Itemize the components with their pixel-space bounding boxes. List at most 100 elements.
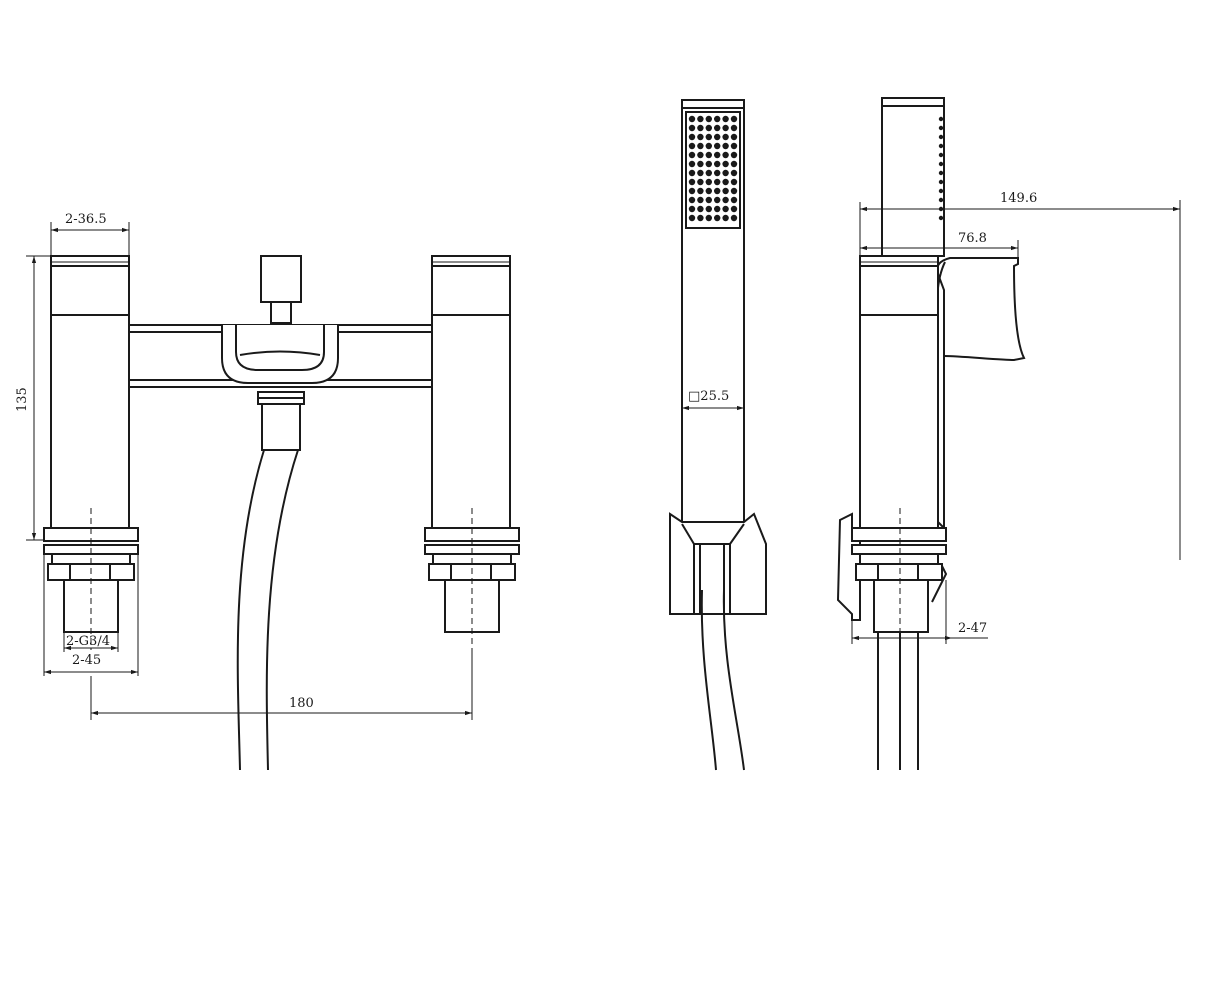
nozzle-dot [730, 142, 738, 150]
dim-centres: 180 [90, 650, 473, 720]
nozzle-dot [697, 169, 704, 177]
nozzle-dot [714, 169, 721, 177]
nozzle-dot [730, 124, 738, 132]
spray-nozzles [688, 115, 738, 222]
side-nozzle-dot [938, 116, 944, 122]
side-nozzle-dot [938, 143, 944, 149]
square-value: 25.5 [700, 389, 729, 404]
side-view: 149.6 76.8 2-47 [836, 97, 1181, 770]
dim-projection-total-label: 149.6 [1000, 191, 1037, 206]
nozzle-dot [705, 196, 712, 204]
nozzle-dot [697, 115, 704, 123]
nozzle-dot [705, 115, 712, 123]
nozzle-dot [730, 151, 738, 159]
nozzle-dot [730, 115, 738, 123]
dim-handset-square-label: □25.5 [688, 389, 729, 404]
nozzle-dot [697, 124, 704, 132]
nozzle-dot [688, 205, 696, 213]
nozzle-dot [705, 151, 712, 159]
nozzle-dot [730, 205, 738, 213]
nozzle-dot [722, 151, 729, 159]
side-nozzle-dot [938, 125, 944, 131]
nozzle-dot [697, 205, 704, 213]
dim-centres-label: 180 [289, 696, 314, 711]
nozzle-dot [722, 187, 729, 195]
left-column [43, 255, 139, 633]
side-nozzle-dot [938, 197, 944, 203]
nozzle-dot [730, 178, 738, 186]
dim-height-label: 135 [15, 387, 30, 412]
nozzle-dot [730, 196, 738, 204]
nozzle-dot [714, 196, 721, 204]
shower-hose [236, 449, 299, 771]
nozzle-dot [705, 205, 712, 213]
nozzle-dot [714, 124, 721, 132]
nozzle-dot [705, 214, 712, 222]
nozzle-dot [697, 214, 704, 222]
dim-inlet-width-label: 2-45 [72, 653, 101, 668]
nozzle-dot [705, 142, 712, 150]
side-nozzle-dot [938, 215, 944, 221]
diverter-cradle [221, 255, 339, 451]
nozzle-dot [688, 187, 696, 195]
side-nozzle-dot [938, 152, 944, 158]
nozzle-dot [730, 187, 738, 195]
handset-hose [700, 589, 745, 771]
nozzle-dot [722, 115, 729, 123]
nozzle-dot [722, 214, 729, 222]
front-view: 2-36.5 135 2-G3/4 2-45 180 [15, 212, 520, 771]
nozzle-dot [722, 205, 729, 213]
nozzle-dot [688, 214, 696, 222]
handset-holder [669, 512, 767, 615]
nozzle-dot [705, 133, 712, 141]
nozzle-dot [688, 142, 696, 150]
nozzle-dot [722, 169, 729, 177]
dim-inlet-width: 2-45 [43, 554, 139, 676]
nozzle-dot [722, 124, 729, 132]
side-nozzle-dot [938, 188, 944, 194]
nozzle-dot [688, 169, 696, 177]
side-nozzle-dot [938, 134, 944, 140]
dim-projection-spout-label: 76.8 [958, 231, 987, 246]
nozzle-dot [697, 142, 704, 150]
nozzle-dot [688, 133, 696, 141]
spout [935, 257, 1026, 362]
nozzle-dot [730, 214, 738, 222]
nozzle-dot [705, 160, 712, 168]
nozzle-dot [730, 169, 738, 177]
side-nozzle-dot [938, 170, 944, 176]
nozzle-dot [722, 196, 729, 204]
nozzle-dot [722, 133, 729, 141]
nozzle-dot [688, 196, 696, 204]
nozzle-dot [697, 187, 704, 195]
nozzle-dot [714, 142, 721, 150]
side-spray-nozzles [938, 116, 944, 221]
nozzle-dot [705, 124, 712, 132]
side-nozzle-dot [938, 179, 944, 185]
nozzle-dot [697, 196, 704, 204]
right-column [424, 255, 520, 633]
nozzle-dot [714, 133, 721, 141]
side-nozzle-dot [938, 161, 944, 167]
nozzle-dot [722, 160, 729, 168]
nozzle-dot [688, 124, 696, 132]
nozzle-dot [722, 142, 729, 150]
nozzle-dot [730, 133, 738, 141]
dim-handle-width-label: 2-36.5 [65, 212, 107, 227]
side-column [859, 255, 945, 529]
dim-inlet-thread: 2-G3/4 [63, 632, 119, 652]
nozzle-dot [722, 178, 729, 186]
nozzle-dot [705, 169, 712, 177]
nozzle-dot [697, 160, 704, 168]
side-base [836, 508, 948, 648]
dim-handset-square: □25.5 [682, 389, 744, 411]
nozzle-dot [688, 115, 696, 123]
nozzle-dot [714, 205, 721, 213]
nozzle-dot [730, 160, 738, 168]
nozzle-dot [705, 178, 712, 186]
nozzle-dot [688, 151, 696, 159]
dim-side-base-label: 2-47 [958, 621, 987, 636]
nozzle-dot [705, 187, 712, 195]
nozzle-dot [714, 214, 721, 222]
